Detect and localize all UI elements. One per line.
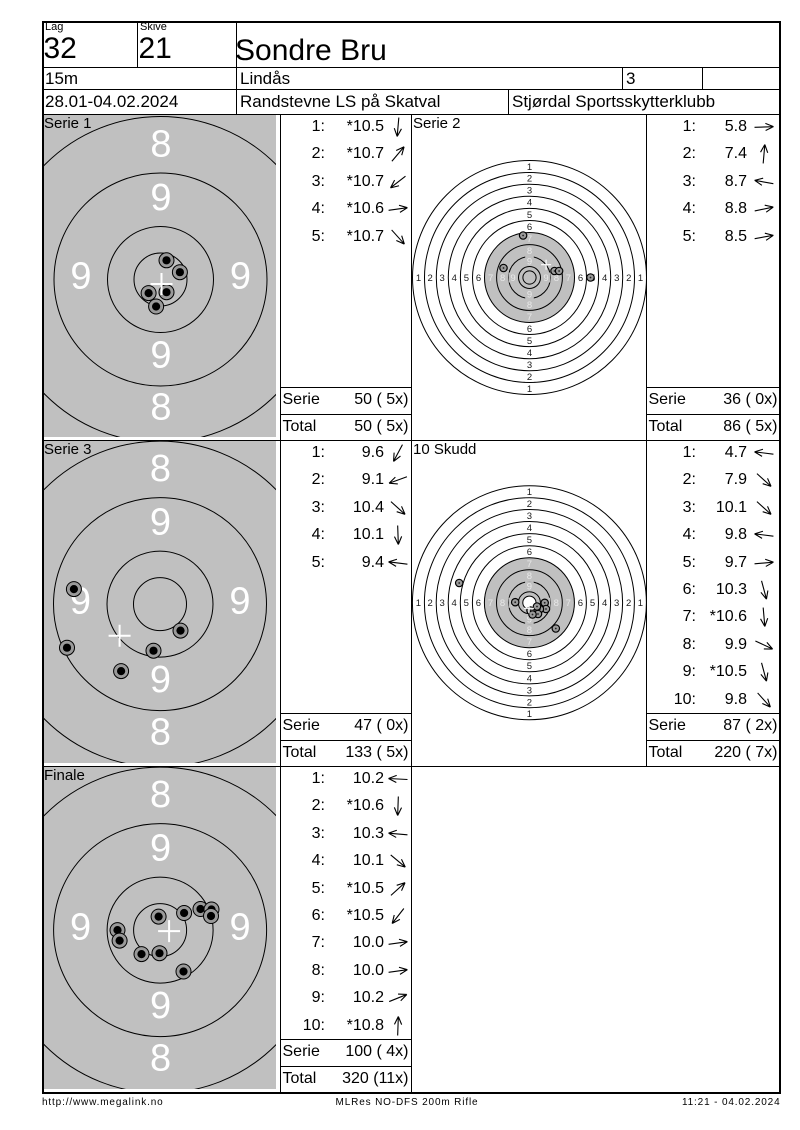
svg-text:4: 4 [526,348,531,359]
svg-text:8: 8 [150,386,171,428]
svg-text:9: 9 [510,272,515,283]
svg-text:8: 8 [499,598,504,609]
svg-text:1: 1 [415,598,420,609]
svg-text:9: 9 [149,501,170,543]
svg-text:3: 3 [526,510,531,521]
svg-text:4: 4 [601,598,606,609]
svg-text:7: 7 [526,559,531,570]
svg-text:3: 3 [439,272,444,283]
svg-text:8: 8 [149,711,170,753]
svg-text:2: 2 [526,697,531,708]
svg-text:8: 8 [526,299,531,310]
svg-text:1: 1 [526,383,531,394]
svg-text:7: 7 [487,598,492,609]
svg-text:1: 1 [637,598,642,609]
svg-text:6: 6 [526,649,531,660]
svg-text:5: 5 [526,535,531,546]
svg-text:3: 3 [526,185,531,196]
svg-text:8: 8 [526,571,531,582]
svg-text:8: 8 [150,774,171,816]
svg-text:7: 7 [565,272,570,283]
svg-text:3: 3 [526,685,531,696]
svg-text:6: 6 [577,598,582,609]
svg-text:6: 6 [526,547,531,558]
svg-text:2: 2 [526,173,531,184]
svg-text:7: 7 [565,598,570,609]
svg-text:5: 5 [526,209,531,220]
svg-text:4: 4 [526,197,531,208]
svg-text:8: 8 [150,123,171,165]
svg-text:2: 2 [526,372,531,383]
svg-text:9: 9 [150,176,171,218]
svg-text:7: 7 [526,311,531,322]
svg-text:5: 5 [526,336,531,347]
svg-text:6: 6 [475,272,480,283]
svg-text:2: 2 [626,598,631,609]
svg-text:3: 3 [614,598,619,609]
svg-text:2: 2 [526,498,531,509]
svg-text:7: 7 [526,234,531,245]
svg-text:6: 6 [475,598,480,609]
svg-text:1: 1 [526,161,531,172]
svg-text:8: 8 [149,448,170,490]
svg-text:4: 4 [526,673,531,684]
svg-text:4: 4 [526,522,531,533]
svg-text:9: 9 [526,256,531,267]
svg-text:2: 2 [427,272,432,283]
svg-text:3: 3 [439,598,444,609]
svg-text:8: 8 [526,625,531,636]
svg-text:8: 8 [526,246,531,257]
svg-text:9: 9 [526,614,531,625]
svg-text:9: 9 [229,906,250,948]
svg-text:1: 1 [637,272,642,283]
svg-text:9: 9 [543,272,548,283]
svg-text:9: 9 [526,581,531,592]
svg-text:4: 4 [602,272,607,283]
svg-text:2: 2 [427,598,432,609]
svg-text:9: 9 [149,659,170,701]
svg-text:9: 9 [70,255,91,297]
svg-text:4: 4 [451,598,456,609]
svg-text:9: 9 [70,906,91,948]
svg-text:5: 5 [463,272,468,283]
svg-text:8: 8 [553,598,558,609]
svg-text:8: 8 [150,1037,171,1079]
svg-text:9: 9 [229,255,250,297]
svg-text:8: 8 [499,272,504,283]
svg-text:3: 3 [614,272,619,283]
svg-text:6: 6 [526,221,531,232]
svg-text:1: 1 [526,487,531,498]
svg-text:5: 5 [589,598,594,609]
svg-text:9: 9 [526,289,531,300]
svg-text:9: 9 [150,985,171,1027]
svg-text:9: 9 [229,580,250,622]
svg-text:6: 6 [526,323,531,334]
svg-text:3: 3 [526,360,531,371]
svg-text:7: 7 [526,637,531,648]
svg-text:4: 4 [451,272,456,283]
svg-text:2: 2 [626,272,631,283]
svg-text:9: 9 [150,334,171,376]
svg-text:5: 5 [526,661,531,672]
svg-text:6: 6 [577,272,582,283]
svg-text:5: 5 [463,598,468,609]
svg-text:1: 1 [415,272,420,283]
svg-text:7: 7 [487,272,492,283]
svg-text:1: 1 [526,709,531,720]
svg-text:9: 9 [150,827,171,869]
svg-text:8: 8 [553,272,558,283]
